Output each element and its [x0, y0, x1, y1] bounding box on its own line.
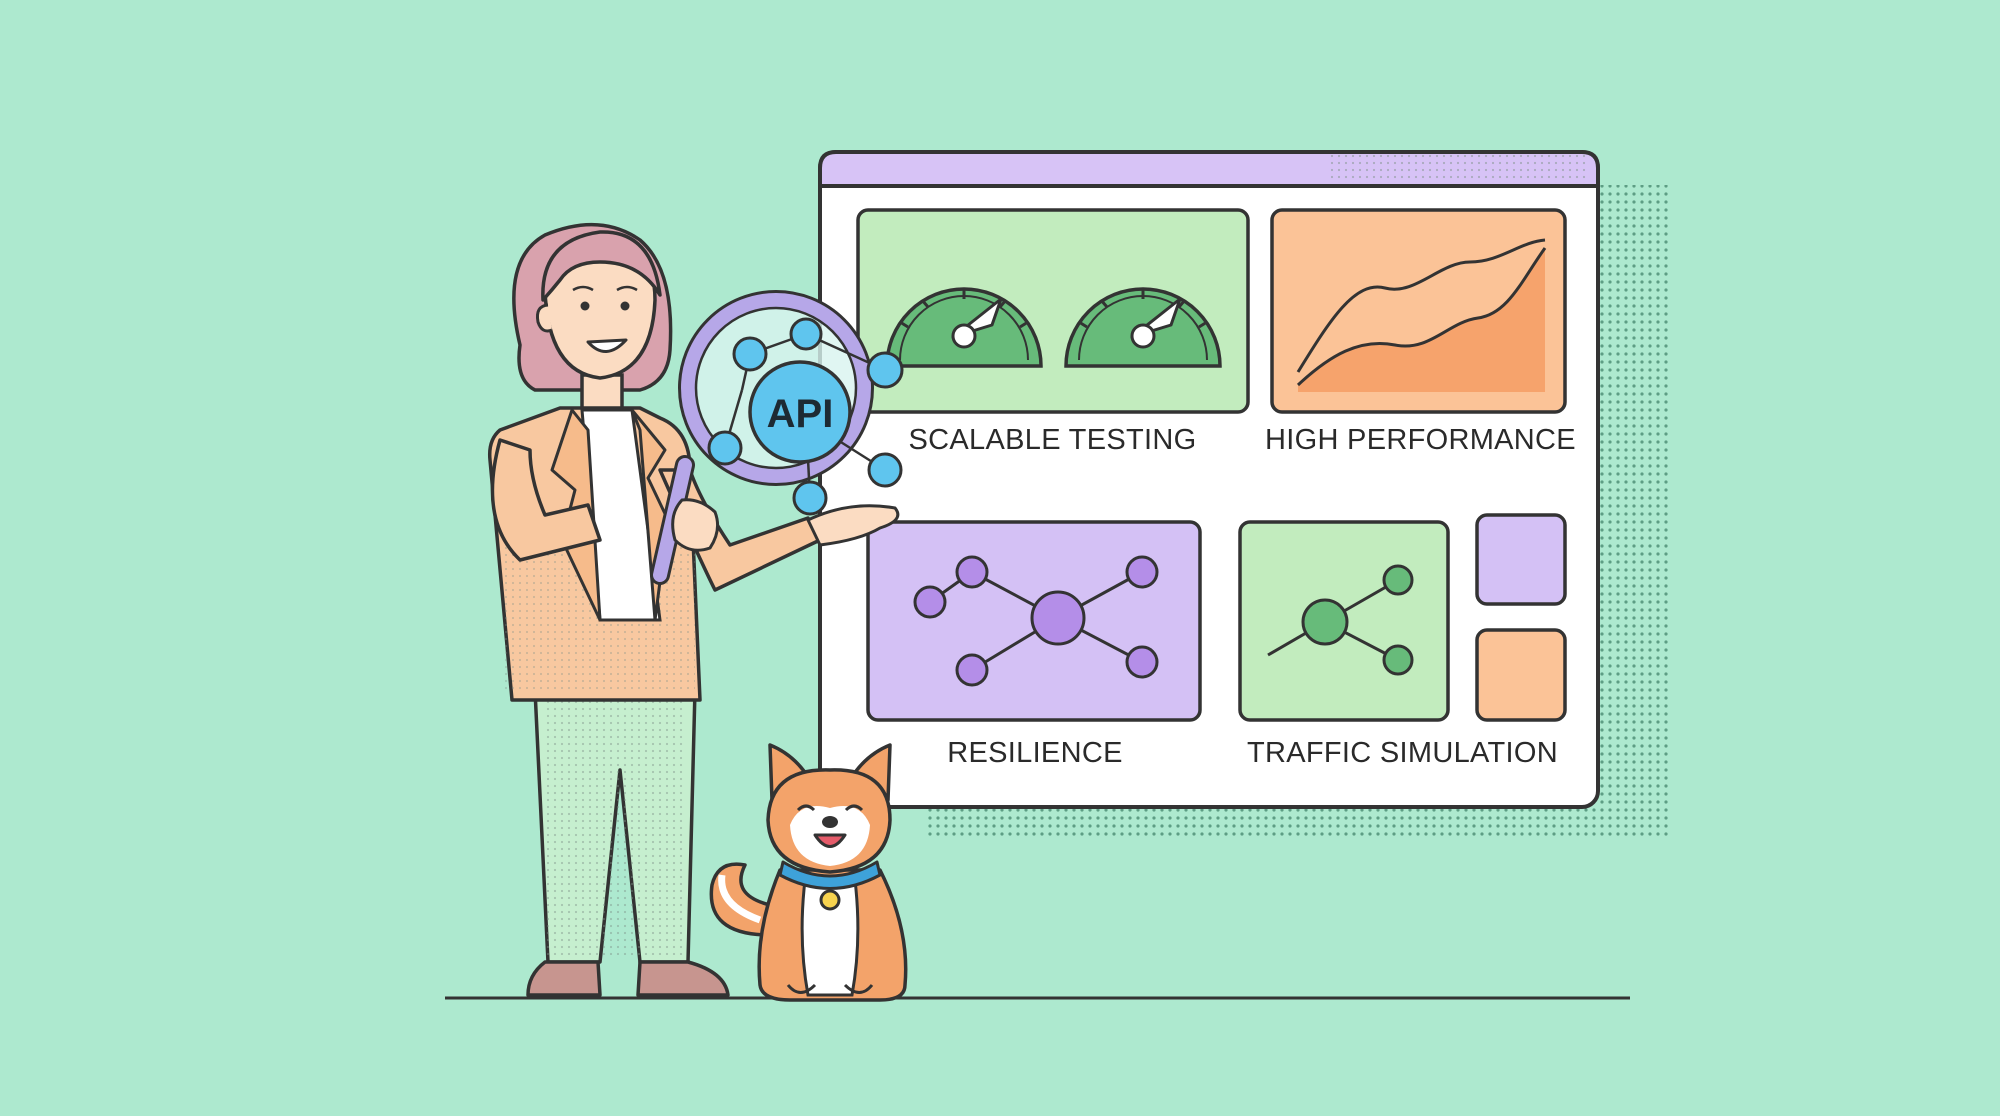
eye: [580, 301, 590, 311]
network-node: [789, 317, 823, 351]
traffic-simulation-label: TRAFFIC SIMULATION: [1247, 737, 1558, 769]
network-node: [792, 480, 828, 516]
open-hand: [806, 504, 900, 547]
small-purple-tile: [1475, 513, 1567, 606]
dog-icon: [709, 743, 908, 1002]
shoe: [636, 960, 730, 997]
network-node: [707, 430, 743, 466]
shoe: [526, 960, 602, 997]
resilience-label: RESILIENCE: [947, 737, 1123, 769]
resilience-tile: [866, 520, 1202, 722]
network-node: [732, 336, 768, 372]
network-icon: [913, 555, 1159, 687]
collar-tag: [819, 889, 841, 911]
network-icon: [1267, 564, 1414, 676]
small-orange-tile: [1475, 628, 1567, 722]
high-performance-tile: [1270, 208, 1567, 414]
api-node: [748, 360, 852, 464]
scalable-testing-tile: [856, 208, 1250, 414]
eye: [620, 301, 630, 311]
gauge-icon: [885, 287, 1043, 368]
smile: [586, 338, 628, 353]
network-node: [867, 452, 903, 488]
traffic-simulation-tile: [1238, 520, 1450, 722]
api-label: API: [767, 392, 834, 436]
magnifier-icon: API: [650, 290, 904, 585]
dog-collar: [778, 860, 882, 890]
dashboard-window: [818, 150, 1670, 840]
scalable-testing-label: SCALABLE TESTING: [908, 424, 1197, 456]
gauge-icon: [1064, 287, 1222, 368]
line-chart-icon: [1296, 238, 1547, 392]
high-performance-label: HIGH PERFORMANCE: [1265, 424, 1576, 456]
network-node: [866, 351, 904, 389]
